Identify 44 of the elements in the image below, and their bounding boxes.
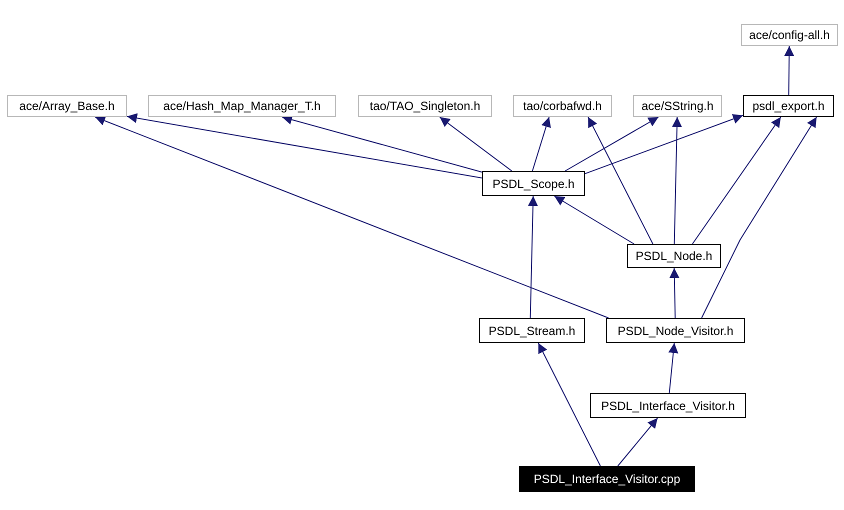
arrow <box>439 116 512 172</box>
file-box <box>519 466 695 492</box>
file-box <box>633 95 722 117</box>
arrow <box>669 268 680 318</box>
arrow <box>701 116 818 318</box>
arrow <box>672 116 682 244</box>
arrow <box>692 116 782 244</box>
file-box <box>590 393 746 418</box>
file-box <box>479 318 585 343</box>
file-box <box>482 171 585 196</box>
file-name: ace/config-all.h <box>749 29 830 41</box>
file-name: ace/Array_Base.h <box>19 100 115 112</box>
file-box <box>627 244 721 268</box>
file-name: PSDL_Node_Visitor.h <box>618 324 734 336</box>
arrow <box>784 46 794 96</box>
arrow <box>528 196 538 318</box>
arrow <box>584 114 744 174</box>
file-box <box>358 95 492 117</box>
file-box <box>741 24 838 46</box>
arrow <box>668 342 678 394</box>
file-name: PSDL_Interface_Visitor.cpp <box>534 473 680 485</box>
arrow <box>126 113 482 178</box>
file-name: PSDL_Interface_Visitor.h <box>601 400 735 412</box>
file-name: tao/TAO_Singleton.h <box>370 100 480 112</box>
arrow <box>282 114 482 173</box>
arrow <box>588 116 654 244</box>
file-name: PSDL_Stream.h <box>488 324 576 336</box>
file-name: tao/corbafwd.h <box>523 100 602 112</box>
file-box <box>148 95 336 117</box>
arrow <box>532 116 551 172</box>
file-name: psdl_export.h <box>752 100 825 112</box>
file-box <box>743 95 834 117</box>
file-name: PSDL_Node.h <box>636 250 712 262</box>
arrow <box>538 342 601 466</box>
arrow <box>554 196 635 244</box>
file-name: ace/SString.h <box>641 100 714 112</box>
arrow <box>617 418 658 466</box>
arrow <box>94 116 610 318</box>
file-name: PSDL_Scope.h <box>492 178 575 190</box>
file-box <box>606 318 745 343</box>
file-box <box>7 95 127 117</box>
arrow <box>564 116 659 172</box>
file-box <box>513 95 612 117</box>
file-name: ace/Hash_Map_Manager_T.h <box>163 100 321 112</box>
